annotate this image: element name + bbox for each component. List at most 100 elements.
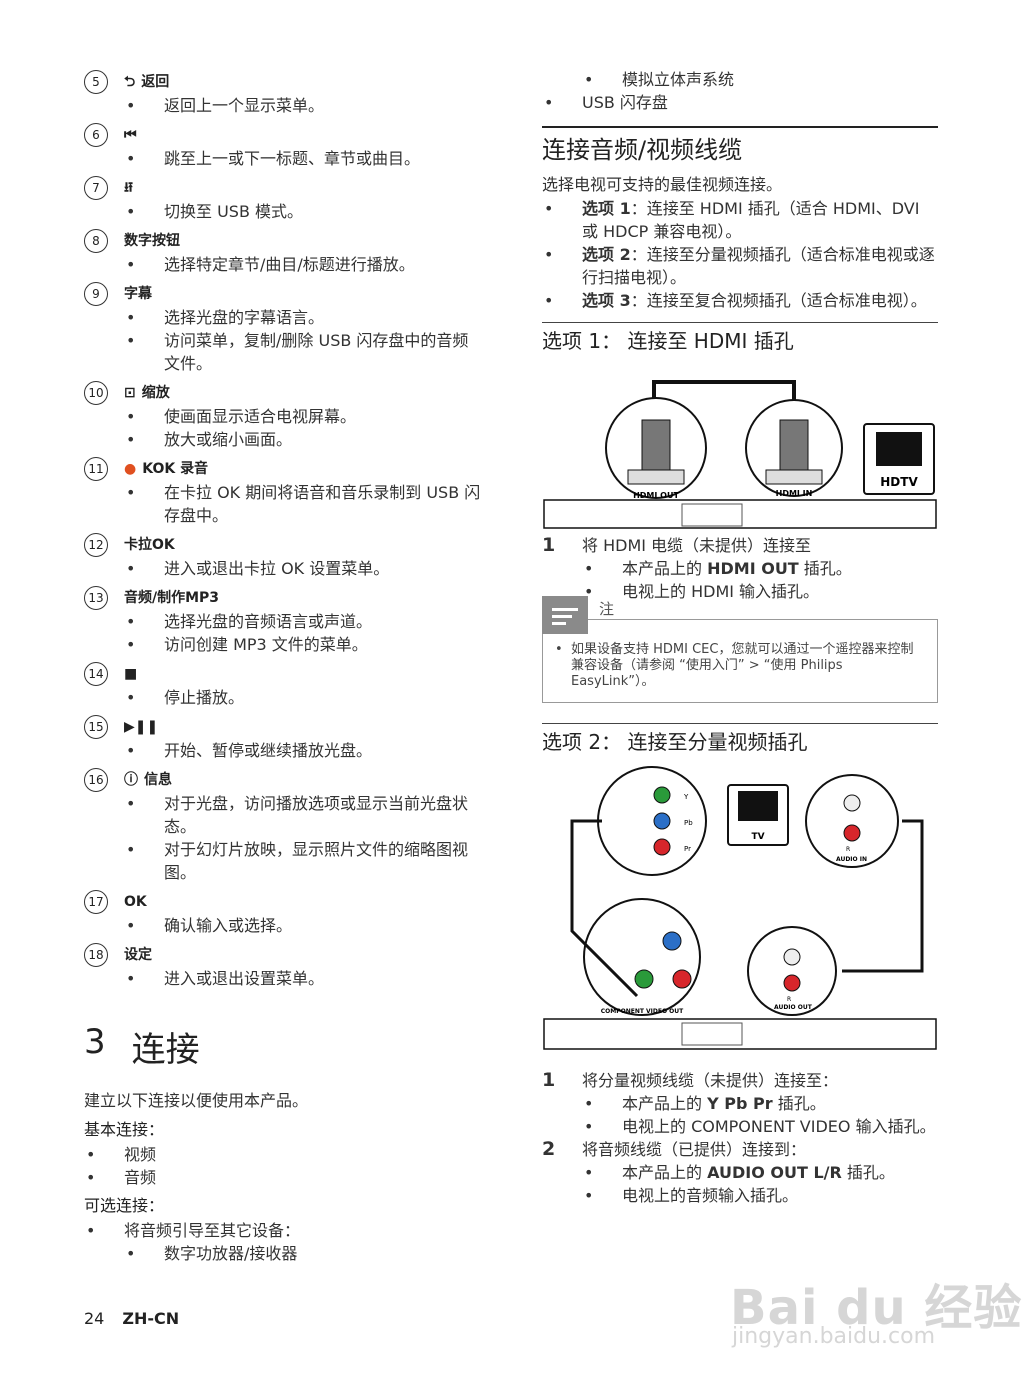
list-item: 跳至上一或下一标题、章节或曲目。 xyxy=(124,147,484,170)
bullet-text: 电视上的 COMPONENT VIDEO 输入插孔。 xyxy=(622,1117,936,1136)
bullet-bold: Y Pb Pr xyxy=(707,1094,773,1113)
key-title: ▶❚❚ xyxy=(124,715,484,739)
key-title: ⮌返回 xyxy=(124,70,484,94)
watermark-logo: Bai du 经验 xyxy=(730,1280,1023,1336)
key-number: 6 xyxy=(84,123,108,147)
pb-label: Pb xyxy=(684,819,693,827)
chapter-number: 3 xyxy=(84,1022,106,1062)
right-column: 模拟立体声系统 USB 闪存盘 连接音频/视频线缆 选择电视可支持的最佳视频连接… xyxy=(542,68,938,1207)
list-item: 音频 xyxy=(84,1166,484,1189)
key-title: ■ xyxy=(124,662,484,686)
key-title: OK xyxy=(124,890,484,914)
remote-key-item: 16ⓘ信息对于光盘，访问播放选项或显示当前光盘状态。对于幻灯片放映，显示照片文件… xyxy=(84,768,484,884)
white-plug-icon xyxy=(783,948,801,966)
audio-out-label: AUDIO OUT xyxy=(774,1004,813,1011)
key-number: 8 xyxy=(84,229,108,253)
option-text: ：连接至分量视频插孔（适合标准电视或逐行扫描电视）。 xyxy=(582,245,935,287)
watermark-url: jingyan.baidu.com xyxy=(732,1324,936,1349)
hdmi-connection-diagram: HDMI OUT HDMI IN HDTV xyxy=(543,380,937,529)
option-item: 选项 2：连接至分量视频插孔（适合标准电视或逐行扫描电视）。 xyxy=(542,243,938,289)
remote-key-item: 9字幕选择光盘的字幕语言。访问菜单，复制/删除 USB 闪存盘中的音频文件。 xyxy=(84,282,484,375)
back-icon: ⮌ xyxy=(124,74,136,90)
key-number: 9 xyxy=(84,282,108,306)
bullet-bold: AUDIO OUT L/R xyxy=(707,1163,842,1182)
section-title: 连接音频/视频线缆 xyxy=(542,126,938,165)
player-component-zoom xyxy=(583,898,701,1016)
key-title: ●KOK 录音 xyxy=(124,457,484,481)
player-audio-zoom xyxy=(747,926,837,1016)
step-text: 将分量视频线缆（未提供）连接至： xyxy=(582,1071,839,1090)
basic-connections-label: 基本连接： xyxy=(84,1120,165,1139)
key-number: 18 xyxy=(84,943,108,967)
key-title: ⓘ 信息 xyxy=(124,768,484,792)
key-title: ⏮ xyxy=(124,123,484,147)
key-title: ⭿ xyxy=(124,176,484,200)
list-item: 选择特定章节/曲目/标题进行播放。 xyxy=(124,253,484,276)
player-rear-panel xyxy=(543,1018,937,1050)
rear-jacks xyxy=(681,503,743,527)
list-item: 访问创建 MP3 文件的菜单。 xyxy=(124,633,484,656)
hdmi-port-icon xyxy=(765,469,823,485)
list-item: 使画面显示适合电视屏幕。 xyxy=(124,405,484,428)
key-number: 13 xyxy=(84,586,108,610)
green-plug-icon xyxy=(634,969,654,989)
option-text: ：连接至 HDMI 插孔（适合 HDMI、DVI 或 HDCP 兼容电视）。 xyxy=(582,199,920,241)
list-item: 返回上一个显示菜单。 xyxy=(124,94,484,117)
list-item: 进入或退出设置菜单。 xyxy=(124,967,484,990)
list-item: 对于幻灯片放映，显示照片文件的缩略图视图。 xyxy=(124,838,484,884)
bullet-text: 电视上的音频输入插孔。 xyxy=(622,1186,799,1205)
key-number: 12 xyxy=(84,533,108,557)
r-label: R xyxy=(846,846,850,853)
list-item: 视频 xyxy=(84,1143,484,1166)
stop-icon: ■ xyxy=(124,666,138,682)
key-number: 5 xyxy=(84,70,108,94)
key-title: 设定 xyxy=(124,943,484,967)
bullet-text: 本产品上的 xyxy=(622,559,708,578)
key-title-text: 设定 xyxy=(124,947,152,963)
step-text: 将 HDMI 电缆（未提供）连接至 xyxy=(582,536,812,555)
remote-key-item: 11●KOK 录音在卡拉 OK 期间将语音和音乐录制到 USB 闪存盘中。 xyxy=(84,457,484,527)
audio-in-label: AUDIO IN xyxy=(836,856,867,863)
r-label: R xyxy=(787,996,791,1003)
option-text: ：连接至复合视频插孔（适合标准电视）。 xyxy=(630,291,927,310)
option-label: 选项 2 xyxy=(582,245,631,264)
list-item: 数字功放器/接收器 xyxy=(84,1242,484,1265)
usb-icon: ⭿ xyxy=(124,180,134,196)
hdtv-label: HDTV xyxy=(880,475,918,489)
options-list: 选项 1：连接至 HDMI 插孔（适合 HDMI、DVI 或 HDCP 兼容电视… xyxy=(542,197,938,312)
note-icon xyxy=(542,596,588,634)
key-title-text: OK xyxy=(124,894,147,910)
white-plug-icon xyxy=(843,794,861,812)
key-number: 14 xyxy=(84,662,108,686)
key-title-text: 音频/制作MP3 xyxy=(124,590,220,606)
red-plug-icon xyxy=(672,969,692,989)
pr-label: Pr xyxy=(684,845,691,853)
bullet-text: 插孔。 xyxy=(798,559,852,578)
remote-key-item: 14 ■ 停止播放。 xyxy=(84,662,484,709)
list-item: 确认输入或选择。 xyxy=(124,914,484,937)
key-title-text: 信息 xyxy=(144,772,172,788)
step-number: 1 xyxy=(542,534,556,556)
y-label: Y xyxy=(683,793,689,801)
language-code: ZH-CN xyxy=(122,1309,180,1328)
key-number: 16 xyxy=(84,768,108,792)
note-box: 注 如果设备支持 HDMI CEC，您就可以通过一个遥控器来控制兼容设备（请参阅… xyxy=(542,596,938,703)
player-rear-panel xyxy=(543,499,937,529)
list-item: 停止播放。 xyxy=(124,686,484,709)
list-item: 切换至 USB 模式。 xyxy=(124,200,484,223)
bullet-text: 插孔。 xyxy=(841,1163,895,1182)
hdmi-plug-icon xyxy=(641,419,671,471)
option-item: 选项 3：连接至复合视频插孔（适合标准电视）。 xyxy=(542,289,938,312)
info-icon: ⓘ xyxy=(124,772,138,788)
list-item: 电视上的音频输入插孔。 xyxy=(542,1184,938,1207)
option1-title: 选项 1： 连接至 HDMI 插孔 xyxy=(542,322,938,354)
rear-jacks xyxy=(681,1022,743,1046)
option1-step1: 1 将 HDMI 电缆（未提供）连接至 xyxy=(542,534,938,557)
remote-key-list: 5⮌返回返回上一个显示菜单。6⏮跳至上一或下一标题、章节或曲目。7⭿切换至 US… xyxy=(84,70,484,990)
list-item: 选择光盘的音频语言或声道。 xyxy=(124,610,484,633)
red-plug-icon xyxy=(843,824,861,842)
remote-key-item: 15▶❚❚开始、暂停或继续播放光盘。 xyxy=(84,715,484,762)
key-title-text: 缩放 xyxy=(141,385,170,401)
